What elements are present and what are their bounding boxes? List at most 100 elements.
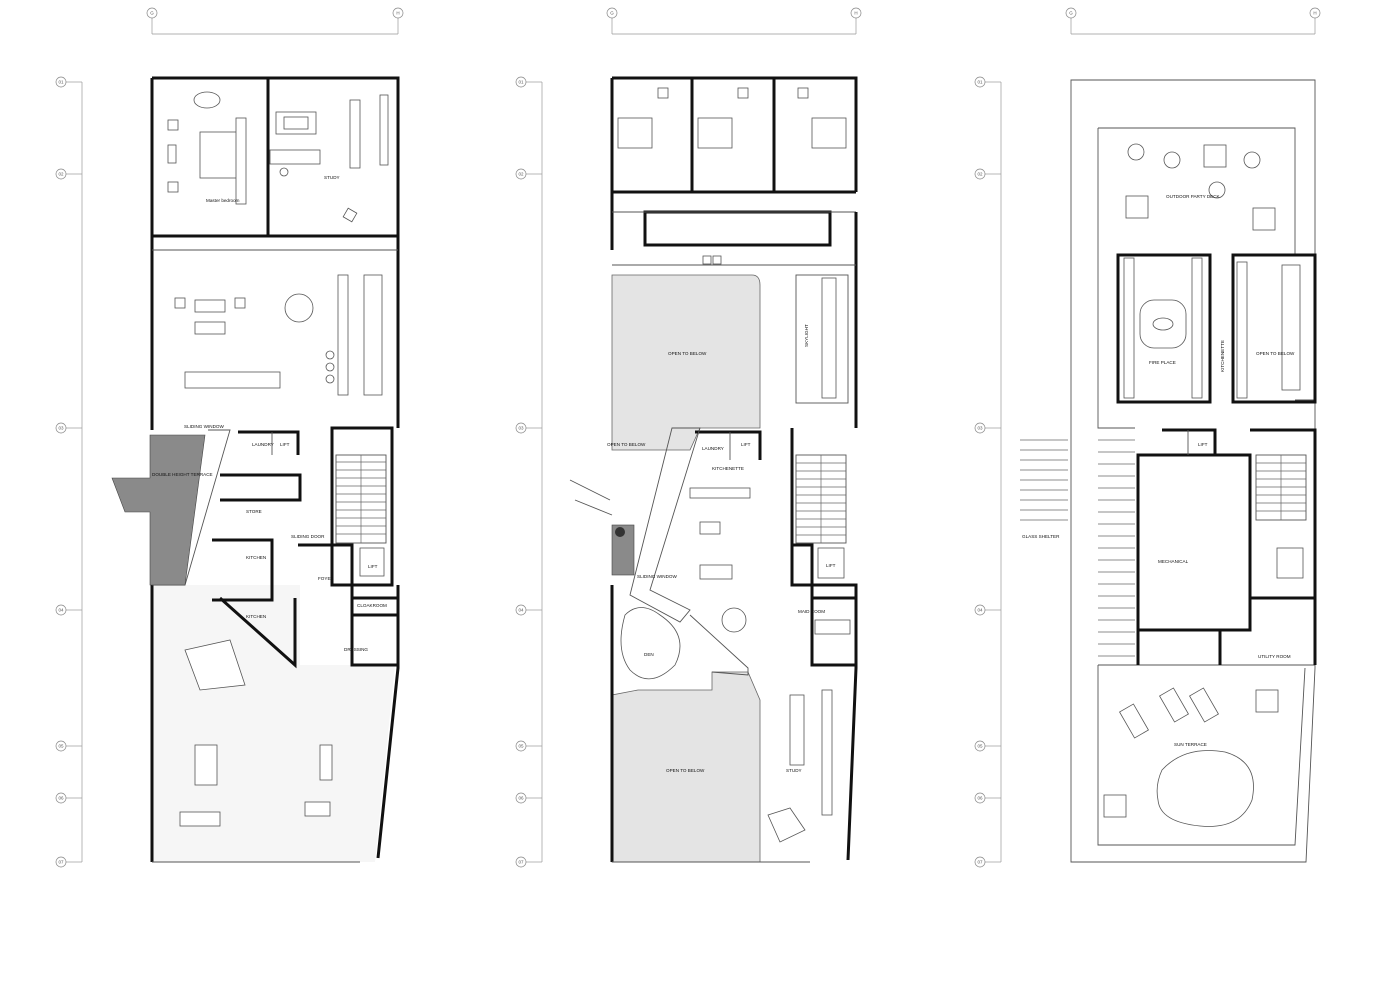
grid-row-03-3: 03 (977, 426, 983, 431)
label-open-to-below-top: OPEN TO BELOW (668, 351, 707, 356)
label-lift-4: LIFT (826, 563, 836, 568)
piano-2 (767, 807, 806, 843)
planter-dark (615, 527, 625, 537)
headboard (235, 117, 247, 205)
label-laundry-2: LAUNDRY (702, 446, 724, 451)
grid-col-h: H (396, 11, 399, 16)
grid-row-02: 02 (58, 172, 64, 177)
grid-col-g-2: G (610, 11, 614, 16)
grid-column-markers-2: G H (606, 7, 862, 35)
label-mechanical: MECHANICAL (1158, 559, 1189, 564)
floor-plan-2: G H 01 02 03 04 05 06 07 (515, 7, 862, 868)
grid-row-05-3: 05 (977, 744, 983, 749)
pouf-2 (712, 255, 722, 265)
grid-col-h-2: H (854, 11, 857, 16)
planter-terrace-1 (1255, 689, 1279, 713)
sofa-3 (179, 811, 221, 827)
piano (184, 639, 246, 691)
label-laundry-1: LAUNDRY (252, 442, 274, 447)
grid-row-01: 01 (58, 80, 64, 85)
label-den: DEN (644, 652, 654, 657)
grid-row-02-3: 02 (977, 172, 983, 177)
floor-plan-3: G H 01 02 03 04 05 06 07 (974, 7, 1321, 868)
dining-table (184, 371, 281, 389)
label-utility-room: UTILITY ROOM (1258, 654, 1291, 659)
label-outdoor-party-deck: OUTDOOR PARTY DECK (1166, 194, 1221, 199)
label-open-to-below-bottom: OPEN TO BELOW (666, 768, 705, 773)
sofa-4 (319, 744, 333, 781)
lounger-1 (1119, 703, 1149, 739)
sofa-2 (194, 321, 226, 335)
chair-1 (657, 87, 669, 99)
void-top (611, 274, 761, 451)
label-glass-shelter: GLASS SHELTER (1022, 534, 1060, 539)
lounge-sofa-2 (699, 564, 733, 580)
label-open-to-below-left: OPEN TO BELOW (607, 442, 646, 447)
sofa-1 (194, 299, 226, 313)
label-study-1: STUDY (324, 175, 340, 180)
grid-row-06-2: 06 (518, 796, 524, 801)
floor-plan-1: G H 01 02 03 04 05 06 07 (55, 7, 404, 868)
bed-1 (617, 117, 653, 149)
lounge-sofa (699, 521, 721, 535)
study-chair (342, 207, 358, 223)
label-lift-1: LIFT (280, 442, 290, 447)
label-kitchen-1: KITCHEN (246, 555, 266, 560)
bath-inner (283, 116, 309, 130)
grid-row-04: 04 (58, 608, 64, 613)
label-foyer: FOYER (318, 576, 335, 581)
bench (167, 144, 177, 164)
armchair-2 (234, 297, 246, 309)
chair-3 (797, 87, 809, 99)
bed-3 (811, 117, 847, 149)
pool (1156, 750, 1254, 827)
walls-plan-3 (1070, 79, 1317, 863)
stair-plan-3 (1255, 454, 1307, 521)
armchair-1 (174, 297, 186, 309)
grid-col-g: G (150, 11, 154, 16)
pouf-1 (702, 255, 712, 265)
bathtub-oval (193, 91, 221, 109)
planter-terrace-2 (1103, 794, 1127, 818)
grid-row-07-3: 07 (977, 860, 983, 865)
lounger-3 (1189, 687, 1219, 723)
stool-2 (325, 362, 335, 372)
label-sliding-window-2: SLIDING WINDOW (637, 574, 677, 579)
grid-row-03: 03 (58, 426, 64, 431)
glass-shelter-ramp (1020, 439, 1135, 657)
toilet (279, 167, 289, 177)
lift-car-2 (817, 547, 845, 579)
study-shelf-2 (821, 689, 833, 816)
maid-bed (814, 619, 851, 635)
counter-island (337, 274, 349, 396)
grid-row-05: 05 (58, 744, 64, 749)
chair-2 (737, 87, 749, 99)
label-sun-terrace: SUN TERRACE (1174, 742, 1207, 747)
grid-row-markers-2: 01 02 03 04 05 06 07 (515, 76, 543, 868)
stair-plan-2 (795, 454, 847, 544)
label-open-to-below-roof: OPEN TO BELOW (1256, 351, 1295, 356)
skylight-frame (795, 274, 849, 404)
kitchenette-counter-3 (1236, 261, 1248, 399)
terrace-edge-2 (569, 479, 613, 516)
label-double-height-terrace: DOUBLE HEIGHT TERRACE (152, 472, 213, 477)
den-sofa (620, 607, 681, 680)
stool-3 (325, 374, 335, 384)
lounger-2 (1159, 687, 1189, 723)
label-sliding-window-1: SLIDING WINDOW (184, 424, 224, 429)
grid-row-02-2: 02 (518, 172, 524, 177)
study-desk-2 (789, 694, 805, 766)
coffee-table (194, 744, 218, 786)
bed-master (199, 131, 241, 179)
label-kitchenette-2: KITCHENETTE (712, 466, 744, 471)
vanity (269, 149, 321, 165)
bed-2 (697, 117, 733, 149)
lift-car-1 (359, 547, 385, 577)
stool-1 (325, 350, 335, 360)
fire-bowl (1152, 317, 1174, 331)
label-store: STORE (246, 509, 262, 514)
label-maid-room: MAID ROOM (798, 609, 825, 614)
kitchenette-counter (689, 487, 751, 499)
label-skylight: SKYLIGHT (804, 324, 809, 347)
